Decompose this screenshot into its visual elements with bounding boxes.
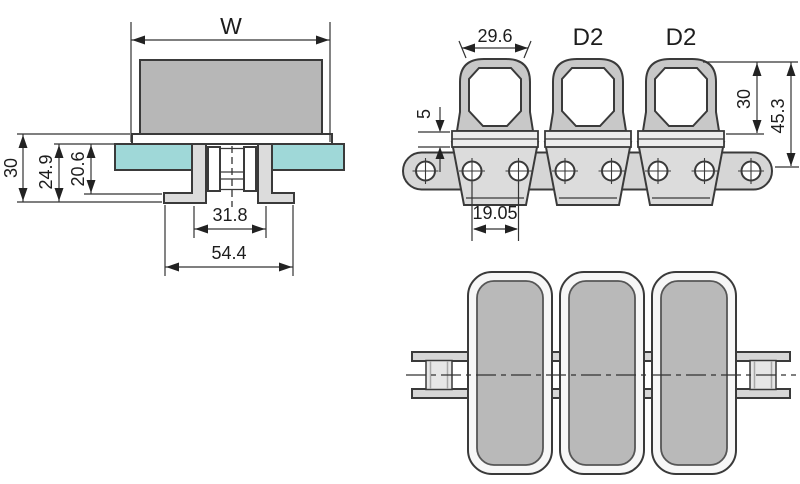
clip-label-d2-right: D2 — [666, 24, 697, 51]
dim-label-w: W — [220, 13, 242, 39]
dim-chain-pitch: 19.05 — [471, 182, 520, 241]
dim-front-width: W — [130, 13, 331, 142]
dim-clip-width: 29.6 — [458, 26, 532, 59]
dim-label-20-6: 20.6 — [68, 151, 88, 186]
bushing-left — [207, 146, 221, 192]
front-view: W 30 24.9 20.6 31. — [1, 13, 345, 276]
plan-plate-1 — [467, 271, 553, 475]
dim-label-5: 5 — [414, 109, 434, 119]
bushing-right — [243, 146, 257, 192]
clip-unit-2 — [544, 58, 632, 206]
dim-label-30-side: 30 — [734, 89, 754, 109]
dim-label-30-front: 30 — [1, 158, 21, 178]
plan-plate-2 — [559, 271, 645, 475]
side-view: 29.6 D2 D2 5 19.05 — [402, 24, 799, 241]
dim-label-31-8: 31.8 — [212, 205, 247, 225]
dim-bracket-inner: 31.8 — [193, 205, 267, 238]
dim-label-29-6: 29.6 — [477, 26, 512, 46]
clip-label-d2-mid: D2 — [573, 24, 604, 51]
dim-label-24-9: 24.9 — [36, 154, 56, 189]
dim-label-54-4: 54.4 — [211, 243, 246, 263]
plan-view — [406, 271, 796, 475]
clip-unit-3 — [637, 58, 725, 206]
dim-label-19-05: 19.05 — [472, 203, 517, 223]
dim-label-45-3: 45.3 — [768, 98, 788, 133]
dim-plate-thickness: 5 — [414, 107, 450, 172]
dim-side-heights: 30 45.3 — [703, 61, 799, 168]
product-block — [139, 59, 323, 135]
dim-front-heights: 30 24.9 20.6 — [1, 133, 162, 203]
top-plate — [131, 133, 333, 145]
clip-unit-1 — [451, 58, 539, 206]
plan-plate-3 — [651, 271, 737, 475]
dim-bracket-outer: 54.4 — [164, 205, 294, 276]
